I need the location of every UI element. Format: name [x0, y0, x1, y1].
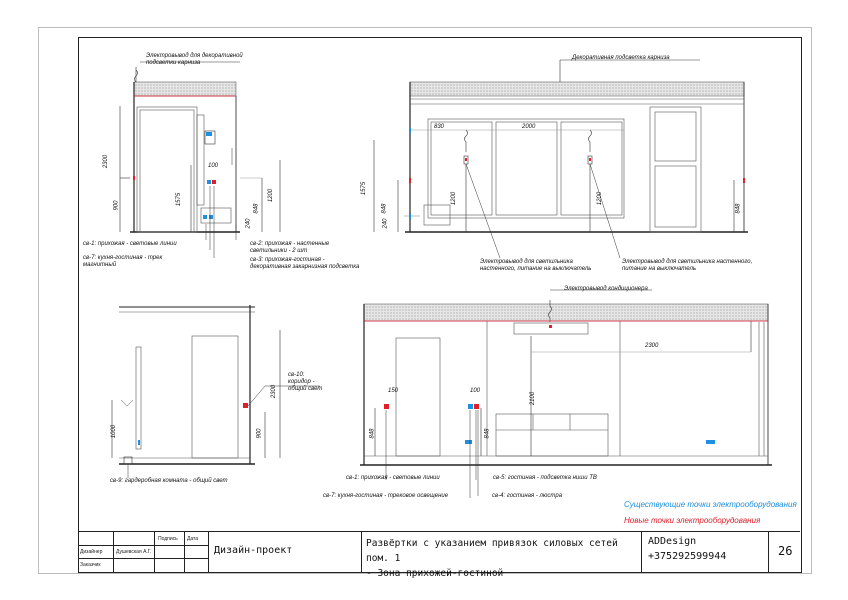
- elevation-top-left: [119, 67, 281, 233]
- dim-1000: 1000: [111, 424, 118, 439]
- role-designer: Дизайнер: [80, 549, 103, 555]
- dim-100-br: 100: [470, 388, 481, 394]
- dim-2300: 2300: [103, 154, 110, 169]
- label-ac-wiring: Электровывод кондиционера: [564, 286, 648, 292]
- dim-900: 900: [113, 200, 120, 211]
- callout-sv1: св-1: прихожая - световые линии: [83, 241, 177, 247]
- callout-sv10: св-10: коридор - общий свет: [288, 372, 323, 392]
- dim-1575: 1575: [176, 192, 183, 207]
- legend-existing: Существующие точки электрооборудования: [624, 500, 797, 509]
- socket-new-9: [474, 404, 479, 409]
- callout-br-sv1: св-1: прихожая - световые линии: [346, 475, 440, 481]
- elevation-bottom-left: [111, 305, 281, 465]
- socket-new-2: [133, 176, 135, 180]
- role-customer: Заказчик: [80, 562, 101, 568]
- company-phone: +375292599944: [648, 551, 727, 562]
- label-cornice-light: Декоративная подсветка карниза: [572, 55, 670, 61]
- dim-1200-b: 1200: [597, 191, 604, 206]
- dim-1200-a: 1200: [451, 191, 458, 206]
- socket-new-3: [409, 178, 411, 183]
- socket-existing-2: [203, 215, 207, 219]
- socket-new-7: [243, 403, 248, 408]
- dim-1575-right: 1575: [361, 181, 368, 196]
- dim-2300-br: 2300: [645, 343, 659, 349]
- socket-existing-9: [706, 440, 715, 444]
- socket-new-5: [465, 158, 467, 161]
- title-block: Подпись Дата Дизайнер Душевская А.Г. Зак…: [78, 531, 800, 579]
- col-sign: Подпись: [158, 536, 178, 542]
- dim-240-right: 240: [382, 218, 389, 229]
- drawing-frame: [78, 37, 802, 573]
- dim-100: 100: [208, 163, 219, 169]
- callout-sv9: св-9: гардеробная комната - общий свет: [110, 478, 228, 484]
- socket-new-6: [589, 158, 591, 161]
- callout-wall-light-1: Электровывод для светильника настенного,…: [480, 259, 592, 272]
- project-type: Дизайн-проект: [214, 545, 293, 556]
- dim-2300-bl: 2300: [271, 384, 278, 399]
- callout-br-sv7: св-7: кухня-гостиная - трековое освещени…: [323, 493, 449, 499]
- dim-848-br-b: 848: [484, 428, 491, 439]
- socket-existing-7: [468, 404, 473, 409]
- dim-1200: 1200: [268, 188, 275, 203]
- callout-sv2: св-2: прихожая - настенные светильники -…: [250, 241, 330, 254]
- sheet-title: Развёртки с указанием привязок силовых с…: [366, 538, 618, 579]
- callout-br-sv4: св-4: гостиная - люстра: [492, 493, 563, 499]
- socket-existing-6: [138, 440, 140, 445]
- elevation-top-right: [373, 60, 748, 233]
- callout-br-sv5: св-5: гостиная - подсветка ниши ТВ: [493, 475, 597, 481]
- sheet-number: 26: [778, 544, 793, 558]
- socket-existing-5: [409, 214, 411, 219]
- socket-new-4: [743, 178, 745, 183]
- socket-existing-3: [209, 215, 213, 219]
- socket-new-10: [549, 325, 552, 328]
- dim-2100: 2100: [530, 391, 537, 406]
- dim-848-far: 848: [735, 203, 742, 214]
- socket-existing-1: [207, 180, 211, 184]
- dim-240: 240: [245, 218, 252, 229]
- callout-sv7: св-7: кухня-гостиная - трек магнитный: [83, 255, 163, 268]
- drawing-sheet: [38, 27, 812, 574]
- socket-existing-4: [409, 128, 411, 133]
- socket-new-8: [384, 404, 389, 409]
- callout-sv3: св-3: прихожая-гостиная - декоративная з…: [250, 257, 360, 270]
- elevation-bottom-right: [360, 300, 772, 466]
- label-cornice-wiring: Электровывод для декоративной подсветки …: [146, 53, 243, 66]
- dim-848-br-a: 848: [369, 428, 376, 439]
- dim-900-bl: 900: [256, 428, 263, 439]
- dim-848-right: 848: [381, 203, 388, 214]
- designer-name: Душевская А.Г.: [116, 549, 152, 555]
- socket-existing-8: [465, 440, 472, 444]
- dim-830: 830: [434, 124, 445, 130]
- socket-new-1: [212, 180, 216, 184]
- dim-2000: 2000: [522, 124, 536, 130]
- company-name: ADDesign: [648, 536, 697, 547]
- callout-wall-light-2: Электровывод для светильника настенного,…: [622, 259, 753, 272]
- dim-848: 848: [253, 203, 260, 214]
- legend-new: Новые точки электрооборудования: [624, 516, 761, 525]
- dim-150: 150: [388, 388, 399, 394]
- col-date: Дата: [187, 536, 199, 542]
